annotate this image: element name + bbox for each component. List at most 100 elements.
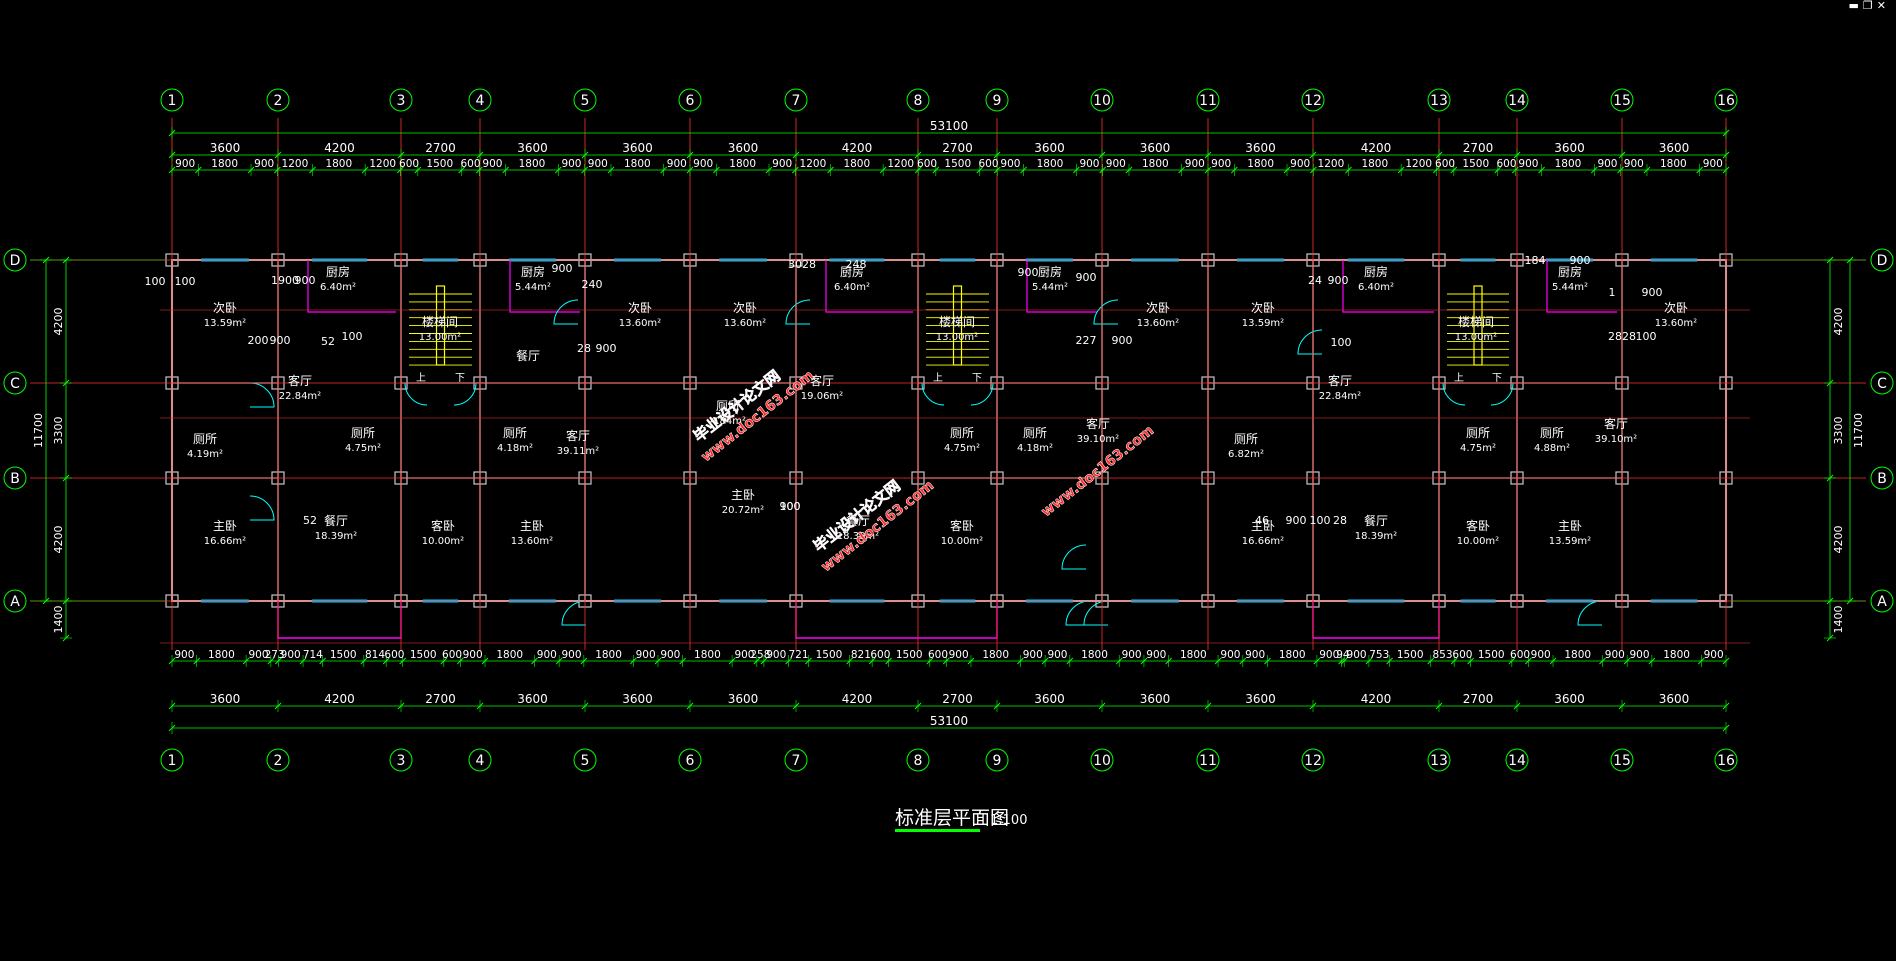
room-name: 楼梯间 <box>939 314 975 329</box>
stair-well <box>435 285 446 366</box>
room-name: 厨房 <box>326 264 350 279</box>
dim-detail-bottom-label: 900 <box>248 649 268 661</box>
minimize-icon[interactable]: ▬ <box>1848 0 1863 12</box>
axis-label-16: 16 <box>1717 93 1735 109</box>
axis-bubble <box>3 248 27 272</box>
dim-detail-bottom-label: 900 <box>1704 649 1724 661</box>
door-swing <box>1297 329 1323 355</box>
dim-detail-top-label: 900 <box>561 158 581 170</box>
dim-detail-top-label: 900 <box>1624 158 1644 170</box>
dim-detail-bottom-label: 900 <box>1531 649 1551 661</box>
axis-bubble <box>1427 88 1451 112</box>
room-name: 厨房 <box>1558 264 1582 279</box>
dim-detail-bottom-label: 900 <box>949 649 969 661</box>
room-name: 餐厅 <box>324 513 348 528</box>
dimension-note: 24 <box>1308 274 1322 287</box>
dim-detail-top-label: 1800 <box>1037 158 1064 170</box>
dim-detail-bottom-label: 94 <box>1336 649 1350 661</box>
dim-detail-top-label: 900 <box>1079 158 1099 170</box>
axis-bubble <box>678 88 702 112</box>
door-swing <box>785 299 811 325</box>
restore-icon[interactable]: ❐ <box>1862 0 1877 12</box>
axis-label-15: 15 <box>1613 93 1631 109</box>
dim-bays-top-label: 3600 <box>1140 141 1171 155</box>
room-area: 39.10m² <box>1595 434 1637 445</box>
axis-bubble <box>985 748 1009 772</box>
axis-label-14: 14 <box>1508 753 1526 769</box>
axis-label-16: 16 <box>1717 753 1735 769</box>
door-swing <box>404 382 428 406</box>
dim-detail-bottom-label: 1800 <box>1564 649 1591 661</box>
dim-detail-top-label: 1200 <box>887 158 914 170</box>
room-name: 餐厅 <box>1364 513 1388 528</box>
room-name: 餐厅 <box>846 513 870 528</box>
room-area: 19.06m² <box>801 391 843 402</box>
dimension-note: 900 <box>1112 334 1133 347</box>
axis-bubble <box>1427 748 1451 772</box>
room-labels-layer: 次卧13.59m²厨房6.40m²楼梯间13.00m²厨房5.44m²次卧13.… <box>187 264 1697 547</box>
door-swing <box>553 299 579 325</box>
dimension-note: 248 <box>846 258 867 271</box>
dim-detail-bottom-label: 900 <box>281 649 301 661</box>
balcony <box>795 601 998 639</box>
dim-detail-top-label: 1800 <box>519 158 546 170</box>
dim-detail-top-label: 900 <box>482 158 502 170</box>
dimension-note: 28 <box>1333 514 1347 527</box>
dim-detail-top-label: 1200 <box>1318 158 1345 170</box>
dimension-note: 900 <box>1570 254 1591 267</box>
stair-up-label: 上 <box>1454 372 1464 384</box>
dim-detail-bottom-label: 258 <box>750 649 770 661</box>
door-swing <box>1442 382 1466 406</box>
axis-label-B: B <box>10 471 20 487</box>
kitchen-wall <box>825 260 913 313</box>
axis-label-4: 4 <box>476 753 485 769</box>
dim-detail-top-label: 900 <box>1290 158 1310 170</box>
dim-bays-top-label: 2700 <box>1463 141 1494 155</box>
room-area: 13.60m² <box>724 318 766 329</box>
door-swing <box>921 382 945 406</box>
room-area: 13.60m² <box>619 318 661 329</box>
dim-detail-top-label: 900 <box>588 158 608 170</box>
dim-bays-top-label: 3600 <box>622 141 653 155</box>
axis-bubble <box>160 748 184 772</box>
dim-detail-bottom-label: 900 <box>660 649 680 661</box>
dim-detail-bottom-label: 1800 <box>208 649 235 661</box>
door-swing <box>1577 600 1603 626</box>
axis-label-10: 10 <box>1093 93 1111 109</box>
dimension-note: 100 <box>1636 330 1657 343</box>
room-name: 厨房 <box>521 264 545 279</box>
dim-detail-top-label: 900 <box>1106 158 1126 170</box>
stair-up-label: 上 <box>416 372 426 384</box>
axis-label-9: 9 <box>993 93 1002 109</box>
room-area: 13.59m² <box>204 318 246 329</box>
room-area: 4.75m² <box>944 443 980 454</box>
dimension-note: 240 <box>582 278 603 291</box>
dim-detail-bottom-label: 721 <box>788 649 808 661</box>
kitchen-wall <box>1546 260 1617 313</box>
room-area: 16.66m² <box>204 536 246 547</box>
balcony <box>277 601 402 639</box>
axis-label-7: 7 <box>792 753 801 769</box>
dim-detail-bottom-label: 1800 <box>595 649 622 661</box>
axis-bubble <box>1196 748 1220 772</box>
room-name: 主卧 <box>213 519 237 533</box>
room-name: 厕所 <box>1466 426 1490 440</box>
axis-bubble <box>1301 88 1325 112</box>
dim-detail-top-label: 900 <box>1597 158 1617 170</box>
room-name: 客厅 <box>1604 416 1628 431</box>
axis-bubble <box>1505 88 1529 112</box>
room-area: 4.88m² <box>1534 443 1570 454</box>
dim-detail-bottom-label: 900 <box>1146 649 1166 661</box>
dim-detail-top-label: 900 <box>1000 158 1020 170</box>
axis-bubble <box>985 88 1009 112</box>
dim-detail-top-label: 600 <box>917 158 937 170</box>
dim-detail-bottom-label: 1800 <box>1663 649 1690 661</box>
room-area: 18.39m² <box>315 531 357 542</box>
door-swing <box>970 382 994 406</box>
close-icon[interactable]: ✕ <box>1876 0 1890 12</box>
dim-right-rows-label: 4200 <box>1832 308 1845 336</box>
dim-detail-top-label: 1200 <box>282 158 309 170</box>
room-name: 主卧 <box>520 519 544 533</box>
axis-bubble <box>573 748 597 772</box>
